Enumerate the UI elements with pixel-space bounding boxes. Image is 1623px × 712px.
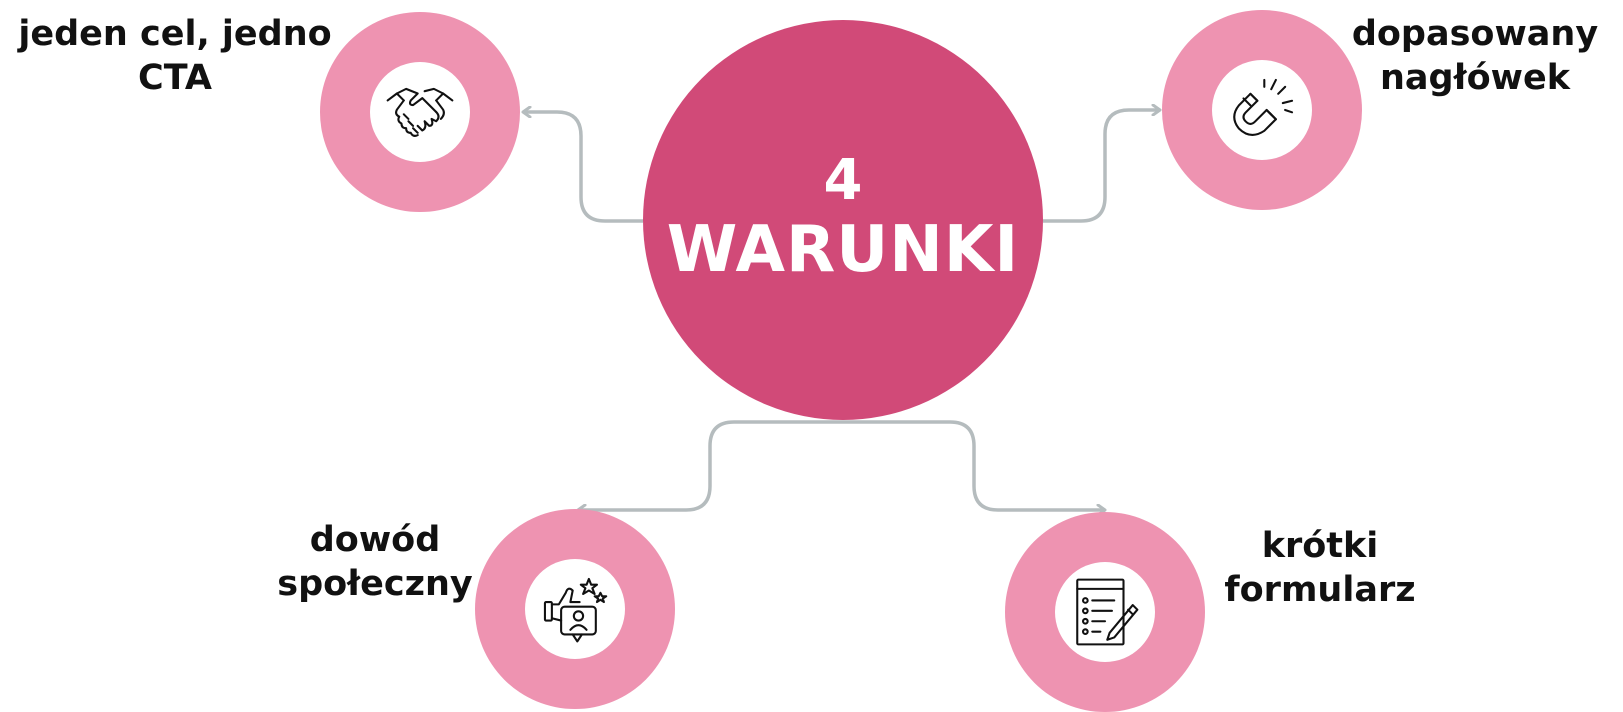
label-line: krótki xyxy=(1261,526,1379,566)
node-short-form xyxy=(1005,512,1205,712)
label-one-goal-cta: jeden cel, jedno CTA xyxy=(10,12,340,100)
center-title: WARUNKI xyxy=(666,213,1020,287)
connector-top-right xyxy=(1043,110,1160,223)
label-line: formularz xyxy=(1224,570,1416,610)
label-line: dowód xyxy=(309,520,441,560)
node-icon-holder xyxy=(1055,562,1155,662)
magnet-icon xyxy=(1233,78,1294,136)
node-one-goal-cta xyxy=(320,12,520,212)
handshake-icon xyxy=(386,87,454,137)
node-icon-holder xyxy=(370,62,470,162)
node-icon-holder xyxy=(1212,60,1312,160)
label-social-proof: dowód społeczny xyxy=(265,518,485,606)
thumbs-up-review-icon xyxy=(543,577,608,643)
connector-bottom-left xyxy=(578,420,843,510)
center-number: 4 xyxy=(823,148,863,213)
center-circle: 4 WARUNKI xyxy=(643,20,1043,420)
node-social-proof xyxy=(475,509,675,709)
label-line: CTA xyxy=(138,58,212,98)
label-line: nagłówek xyxy=(1380,58,1570,98)
connector-bottom-right xyxy=(843,420,1105,510)
node-matched-headline xyxy=(1162,10,1362,210)
label-matched-headline: dopasowany nagłówek xyxy=(1350,12,1600,100)
form-pencil-icon xyxy=(1076,578,1139,646)
label-line: społeczny xyxy=(277,564,473,604)
label-short-form: krótki formularz xyxy=(1215,524,1425,612)
label-line: dopasowany xyxy=(1351,14,1599,54)
label-line: jeden cel, jedno xyxy=(18,14,332,54)
node-icon-holder xyxy=(525,559,625,659)
connector-top-left xyxy=(523,112,643,223)
